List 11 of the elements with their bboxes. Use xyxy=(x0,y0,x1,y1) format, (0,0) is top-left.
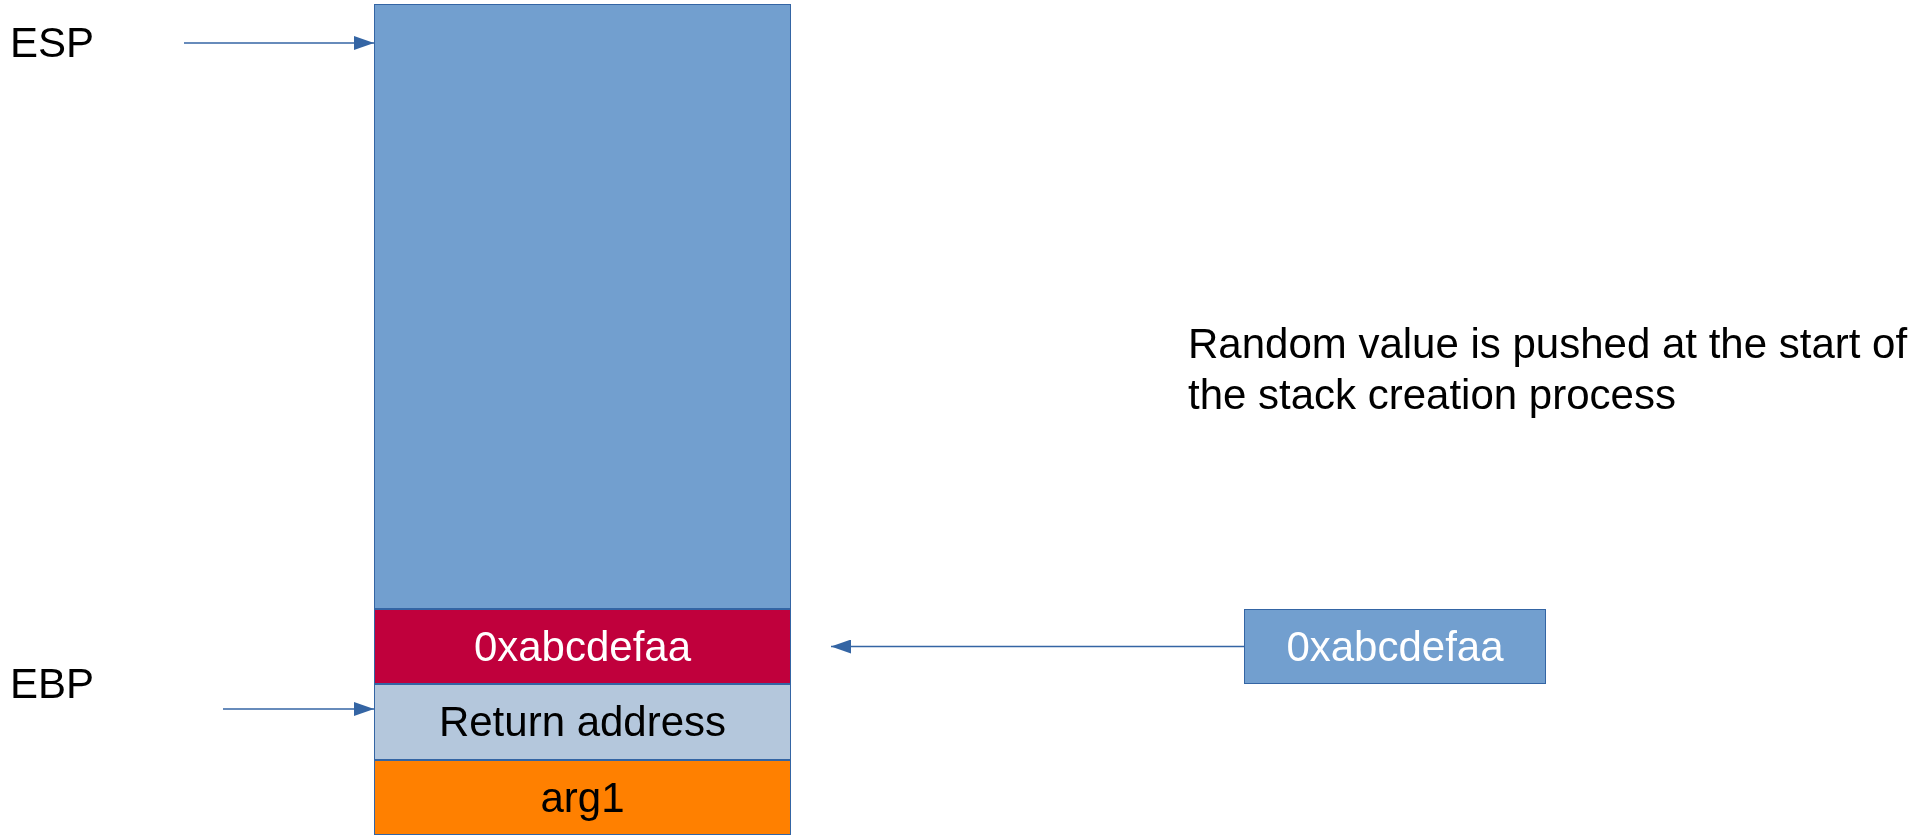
stack-slot: Return address xyxy=(374,684,791,760)
value-box: 0xabcdefaa xyxy=(1244,609,1546,684)
register-label: EBP xyxy=(10,659,120,709)
register-label: ESP xyxy=(10,18,120,68)
arrow xyxy=(183,36,375,50)
arrow xyxy=(222,702,375,716)
arrow xyxy=(830,639,1245,654)
stack-slot: 0xabcdefaa xyxy=(374,609,791,684)
stack-slot: arg1 xyxy=(374,760,791,835)
note-text: Random value is pushed at the start of the stack creation process xyxy=(1188,319,1909,420)
stack-region xyxy=(374,4,791,609)
